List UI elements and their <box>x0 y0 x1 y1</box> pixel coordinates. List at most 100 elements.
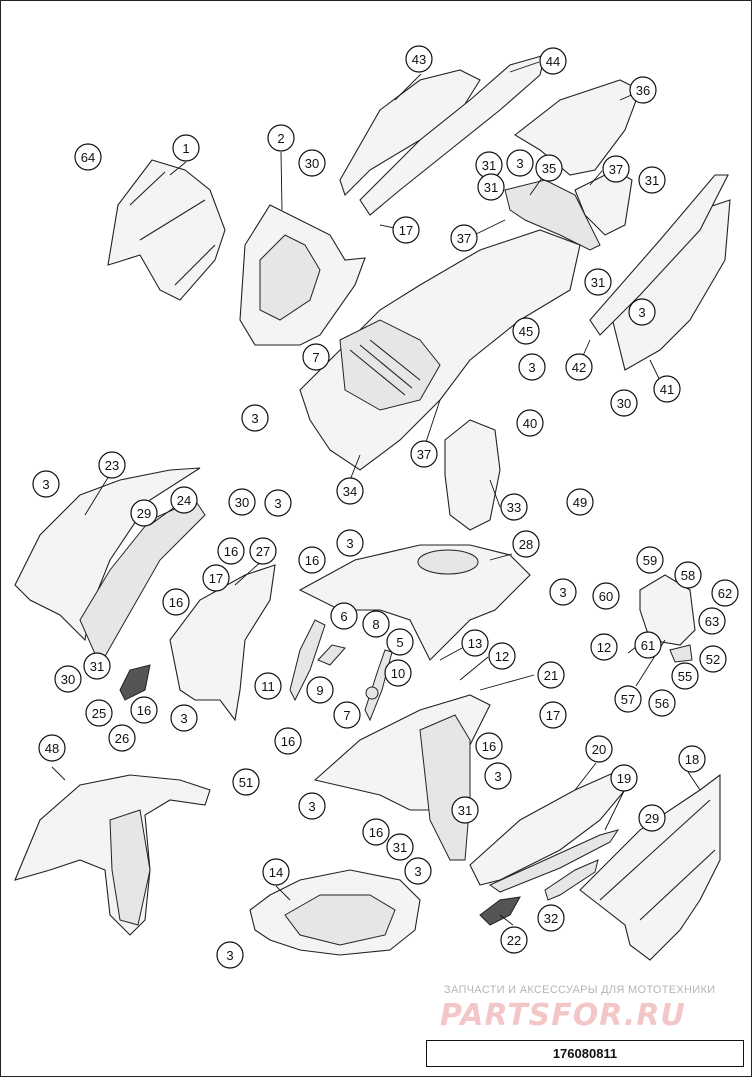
callout-label: 49 <box>573 495 587 510</box>
callout-label: 63 <box>705 614 719 629</box>
callout: 7 <box>302 343 330 371</box>
callout-circle <box>512 530 540 558</box>
callout-label: 12 <box>597 640 611 655</box>
callout-label: 30 <box>617 396 631 411</box>
callout: 31 <box>386 833 414 861</box>
callout-circle <box>32 470 60 498</box>
callout-circle <box>202 564 230 592</box>
callout-label: 1 <box>182 141 189 156</box>
callout: 42 <box>565 353 593 381</box>
callout: 16 <box>130 696 158 724</box>
callout-label: 60 <box>599 589 613 604</box>
callout-circle <box>228 488 256 516</box>
callout-label: 37 <box>609 162 623 177</box>
callout-label: 17 <box>546 708 560 723</box>
callout-label: 7 <box>312 350 319 365</box>
callout-label: 16 <box>224 544 238 559</box>
callout-circle <box>306 676 334 704</box>
callout-label: 3 <box>346 536 353 551</box>
callout: 49 <box>566 488 594 516</box>
callout-label: 48 <box>45 741 59 756</box>
callout: 34 <box>336 477 364 505</box>
callout-circle <box>500 493 528 521</box>
callout: 57 <box>614 685 642 713</box>
callout: 37 <box>410 440 438 468</box>
callout-circle <box>636 546 664 574</box>
callout-circle <box>262 858 290 886</box>
callout-circle <box>254 672 282 700</box>
callout-circle <box>535 154 563 182</box>
callout: 58 <box>674 561 702 589</box>
callout: 36 <box>629 76 657 104</box>
callout-circle <box>549 578 577 606</box>
callout: 61 <box>634 631 662 659</box>
callout: 59 <box>636 546 664 574</box>
callout-label: 20 <box>592 742 606 757</box>
callout-label: 64 <box>81 150 95 165</box>
callout: 16 <box>217 537 245 565</box>
callout: 31 <box>477 173 505 201</box>
callout-label: 30 <box>61 672 75 687</box>
callout-label: 3 <box>559 585 566 600</box>
callout-circle <box>336 477 364 505</box>
callout-label: 5 <box>396 635 403 650</box>
callout-label: 31 <box>645 173 659 188</box>
callout-circle <box>130 499 158 527</box>
callout-circle <box>298 546 326 574</box>
callout: 28 <box>512 530 540 558</box>
callout-circle <box>518 353 546 381</box>
callout: 7 <box>333 701 361 729</box>
callout-circle <box>516 409 544 437</box>
callout: 24 <box>170 486 198 514</box>
callout-circle <box>216 941 244 969</box>
callout-circle <box>83 652 111 680</box>
part-drawings <box>14 54 731 961</box>
callout-label: 61 <box>641 638 655 653</box>
callout-label: 3 <box>638 305 645 320</box>
callout-circle <box>590 633 618 661</box>
callout: 30 <box>54 665 82 693</box>
callout-label: 3 <box>308 799 315 814</box>
callout: 11 <box>254 672 282 700</box>
callout-label: 3 <box>414 864 421 879</box>
callout-circle <box>638 166 666 194</box>
drawing-code-box: 176080811 <box>426 1040 744 1067</box>
callout: 8 <box>362 610 390 638</box>
callout-circle <box>477 173 505 201</box>
callout-circle <box>298 792 326 820</box>
callout: 17 <box>539 701 567 729</box>
callout: 37 <box>602 155 630 183</box>
callout-circle <box>405 45 433 73</box>
callout: 10 <box>384 659 412 687</box>
callout: 17 <box>392 216 420 244</box>
callout-circle <box>566 488 594 516</box>
callout-circle <box>711 579 739 607</box>
callout-circle <box>162 588 190 616</box>
callout-label: 31 <box>458 803 472 818</box>
callout-circle <box>648 689 676 717</box>
callout: 13 <box>461 629 489 657</box>
callout-circle <box>537 904 565 932</box>
callout-circle <box>602 155 630 183</box>
callout-circle <box>638 804 666 832</box>
callout: 45 <box>512 317 540 345</box>
callout-circle <box>330 602 358 630</box>
callout: 51 <box>232 768 260 796</box>
callout: 63 <box>698 607 726 635</box>
callout-circle <box>634 631 662 659</box>
callout-label: 16 <box>305 553 319 568</box>
callout-circle <box>298 149 326 177</box>
callout-label: 52 <box>706 652 720 667</box>
callout-label: 28 <box>519 537 533 552</box>
callout: 2 <box>267 124 295 152</box>
callout: 3 <box>518 353 546 381</box>
callout: 29 <box>130 499 158 527</box>
callout-label: 51 <box>239 775 253 790</box>
watermark-brand: PARTSFOR.RU <box>440 998 686 1033</box>
callout: 3 <box>216 941 244 969</box>
callout-label: 56 <box>655 696 669 711</box>
callout-circle <box>450 224 478 252</box>
callout: 9 <box>306 676 334 704</box>
callout: 62 <box>711 579 739 607</box>
callout-circle <box>249 537 277 565</box>
